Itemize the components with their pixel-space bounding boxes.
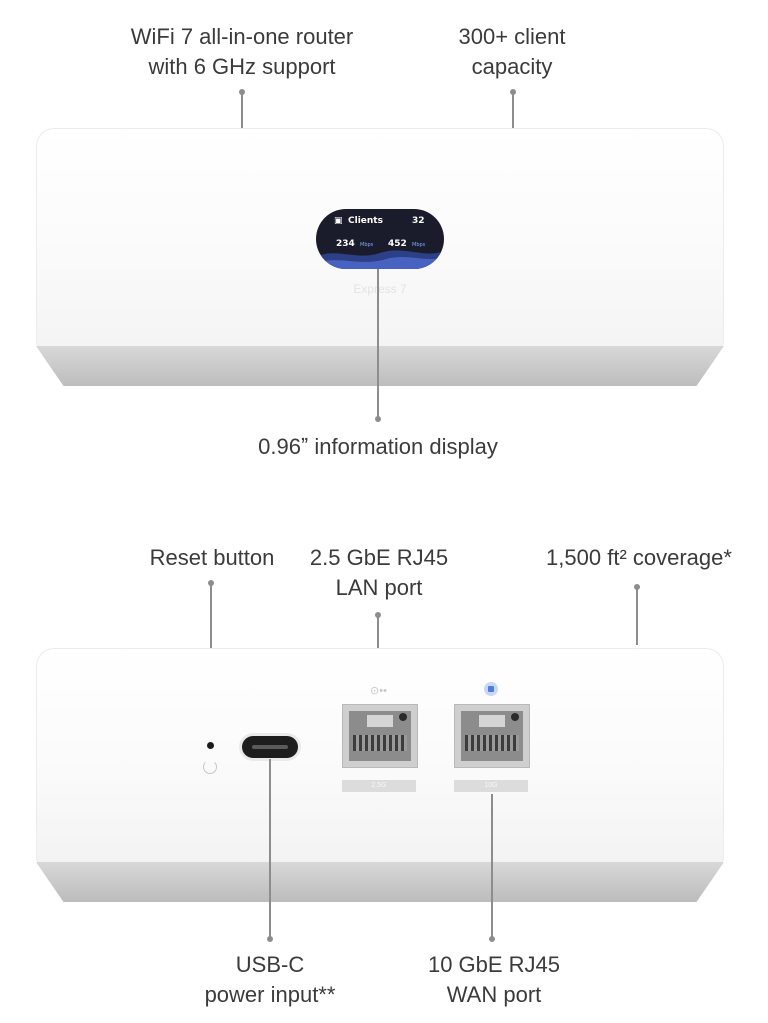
- lan-rj45-port: [342, 704, 418, 768]
- display-upload-unit: Mbps: [412, 242, 426, 248]
- coverage-callout: 1,500 ft² coverage*: [546, 545, 732, 570]
- display-clients-title: Clients: [348, 216, 383, 226]
- lan-callout: 2.5 GbE RJ45 LAN port: [309, 545, 449, 600]
- clients-callout: 300+ client capacity: [458, 24, 566, 79]
- wifi-callout: WiFi 7 all-in-one router with 6 GHz supp…: [130, 24, 354, 79]
- wan-jack-tab: [479, 715, 505, 727]
- wan-jack-led: [511, 713, 519, 721]
- reset-icon: [203, 760, 217, 774]
- clients-callout-dot: [510, 89, 516, 95]
- clients-callout-line: [512, 92, 514, 128]
- router-top-base: [36, 346, 724, 386]
- coverage-callout-line: [636, 587, 638, 645]
- display-callout-dot: [375, 416, 381, 422]
- wan-port-label: 10G: [454, 780, 528, 792]
- usb-c-port: [242, 736, 298, 758]
- usbc-callout-line: [269, 759, 271, 939]
- wan-callout-line: [491, 794, 493, 940]
- lan-port-label: 2.5G: [342, 780, 416, 792]
- lan-jack-pins: [353, 735, 407, 751]
- wan-rj45-port: [454, 704, 530, 768]
- lan-jack-led: [399, 713, 407, 721]
- lan-port-icon: ⊙••: [370, 685, 387, 697]
- usbc-callout: USB-C power input**: [204, 952, 336, 1007]
- wan-callout-dot: [489, 936, 495, 942]
- display-download: 234: [336, 239, 355, 249]
- display-callout: 0.96ˮ information display: [258, 434, 498, 459]
- information-display: ▣ Clients 32 234 Mbps 452 Mbps: [316, 209, 444, 269]
- usbc-callout-dot: [267, 936, 273, 942]
- display-wave-graphic: [316, 250, 444, 269]
- display-upload: 452: [388, 239, 407, 249]
- wan-callout: 10 GbE RJ45 WAN port: [427, 952, 561, 1007]
- lan-jack-tab: [367, 715, 393, 727]
- display-clients-icon: ▣: [334, 216, 343, 226]
- reset-callout: Reset button: [149, 545, 275, 570]
- wifi-callout-line: [241, 92, 243, 128]
- display-download-unit: Mbps: [360, 242, 374, 248]
- reset-button: [207, 742, 214, 749]
- lan-callout-line: [377, 615, 379, 675]
- wan-jack-pins: [465, 735, 519, 751]
- router-rear-base: [36, 862, 724, 902]
- display-callout-line: [377, 269, 379, 417]
- wifi-callout-dot: [239, 89, 245, 95]
- wan-port-icon: [484, 682, 498, 696]
- display-clients-count: 32: [412, 216, 425, 226]
- model-name: Express 7: [353, 282, 407, 296]
